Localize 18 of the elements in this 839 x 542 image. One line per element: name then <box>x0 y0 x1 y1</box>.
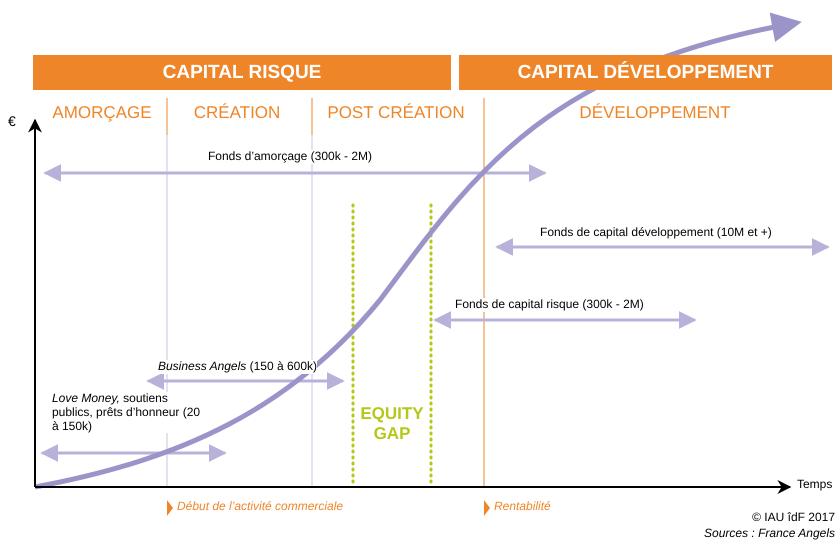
stage-label: CRÉATION <box>194 103 280 123</box>
range-label: Fonds de capital développement (10M et +) <box>540 226 772 240</box>
axis-label: Temps <box>797 478 832 492</box>
range-label: Business Angels (150 à 600k) <box>158 360 317 374</box>
stage-label: POST CRÉATION <box>327 103 465 123</box>
range-label: Fonds de capital risque (300k - 2M) <box>455 298 644 312</box>
phase-band: CAPITAL DÉVELOPPEMENT <box>459 55 832 90</box>
source-text: Sources : France Angels <box>704 527 835 541</box>
credit-text: © IAU îdF 2017 <box>752 511 835 525</box>
range-label: Fonds d’amorçage (300k - 2M) <box>208 150 372 164</box>
axis-label: € <box>8 113 16 130</box>
milestone-label: Début de l’activité commerciale <box>177 500 344 514</box>
range-label: Love Money, soutiens publics, prêts d’honneur (20 à 150k) <box>52 392 202 434</box>
milestone-label: Rentabilité <box>494 500 551 514</box>
phase-band: CAPITAL RISQUE <box>33 55 451 90</box>
gap-label: EQUITY GAP <box>359 404 425 444</box>
stage-label: AMORÇAGE <box>52 103 152 123</box>
stage-label: DÉVELOPPEMENT <box>579 103 731 123</box>
